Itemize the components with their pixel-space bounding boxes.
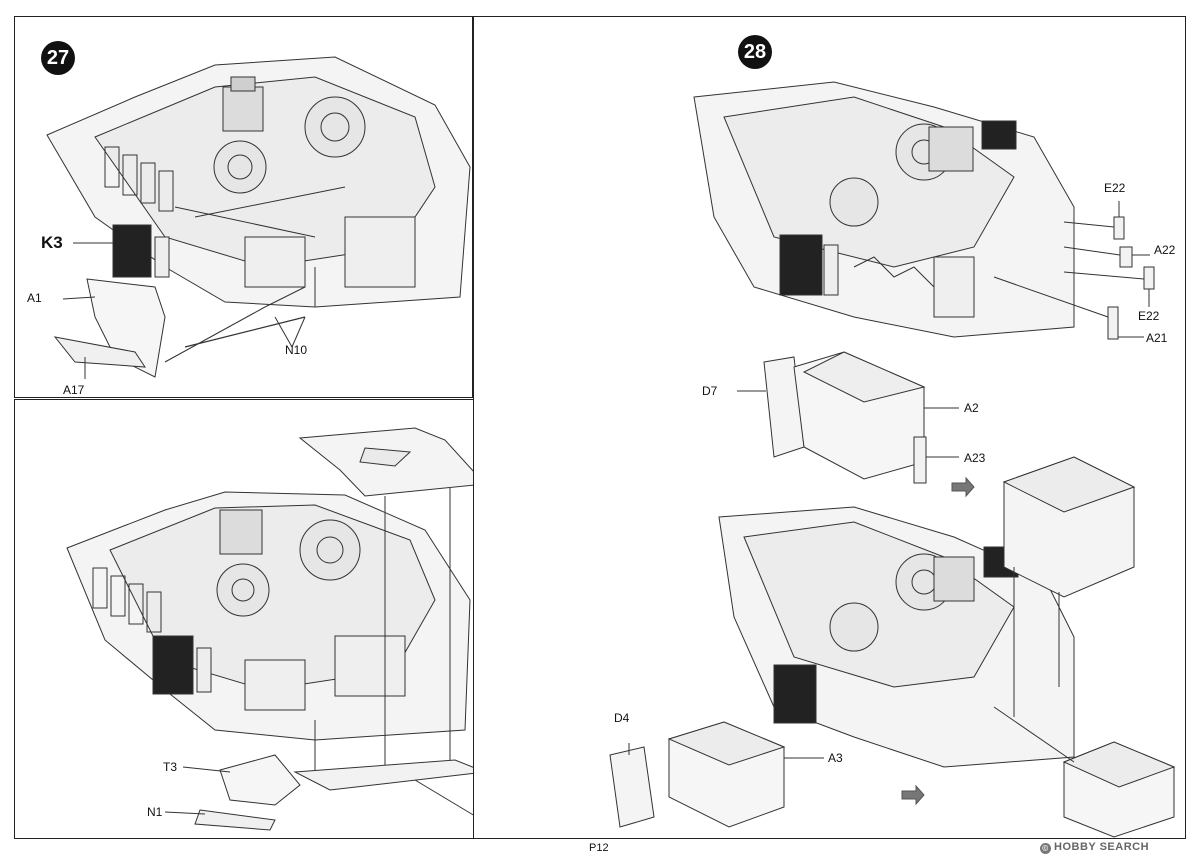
part-label-d7: D7 (702, 384, 718, 398)
part-label-e22-bottom: E22 (1138, 309, 1160, 323)
hull-drawing-27 (46, 56, 471, 379)
part-label-k3: K3 (41, 233, 63, 252)
watermark-text: HOBBY SEARCH (1054, 841, 1150, 853)
part-label-a22: A22 (1154, 243, 1176, 257)
page-number: P12 (589, 842, 609, 854)
part-label-a1: A1 (27, 291, 42, 305)
part-label-d4: D4 (614, 711, 630, 725)
step-number-badge: 27 (41, 41, 75, 75)
part-label-e22-top: E22 (1104, 181, 1126, 195)
hull-drawing-27b (66, 427, 540, 831)
part-label-a23: A23 (964, 451, 986, 465)
step-27-panel: 27 (14, 16, 473, 398)
copyright-icon: © (1040, 843, 1051, 854)
step-number-badge: 28 (738, 35, 772, 69)
part-label-a21: A21 (1146, 331, 1168, 345)
part-label-n10: N10 (285, 343, 308, 357)
step-28-panel: 28 (473, 16, 1186, 839)
part-label-t3: T3 (163, 760, 178, 774)
part-label-a3: A3 (828, 751, 843, 765)
part-label-a17: A17 (63, 383, 85, 397)
step-27b-panel: T7 T3 N1 T5 (14, 399, 599, 839)
part-label-n1: N1 (147, 805, 163, 819)
hull-drawing-28 (609, 81, 1176, 838)
watermark: ©HOBBY SEARCH (1040, 841, 1149, 854)
part-label-a2: A2 (964, 401, 979, 415)
